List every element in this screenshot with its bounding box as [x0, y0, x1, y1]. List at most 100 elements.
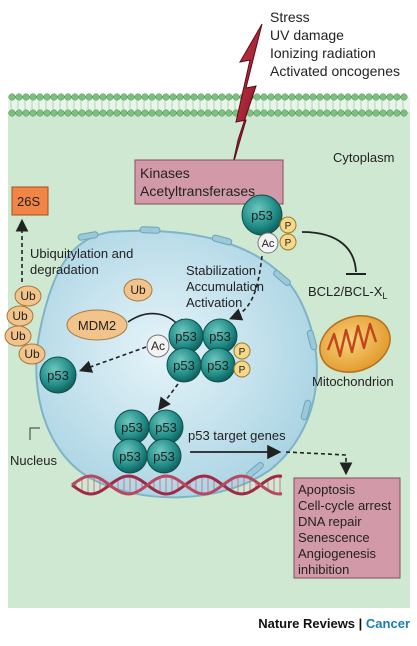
- mitochondrion-icon: [319, 315, 391, 373]
- outcome-item: DNA repair: [298, 514, 362, 529]
- lipid-head: [36, 109, 44, 117]
- lipid-head: [43, 109, 51, 117]
- lipid-head: [176, 93, 184, 101]
- ub-chain: Ub Ub Ub Ub: [4, 285, 46, 365]
- lipid-head: [22, 93, 30, 101]
- outcome-item: Apoptosis: [298, 482, 356, 497]
- lipid-head: [106, 109, 114, 117]
- stress-item: Activated oncogenes: [270, 63, 400, 79]
- lipid-head: [106, 93, 114, 101]
- lipid-head: [183, 93, 191, 101]
- lipid-head: [120, 93, 128, 101]
- lipid-head: [85, 93, 93, 101]
- proteasome-label: 26S: [17, 194, 40, 209]
- lipid-head: [393, 93, 401, 101]
- lipid-head: [155, 93, 163, 101]
- lipid-head: [386, 109, 394, 117]
- lipid-head: [120, 109, 128, 117]
- lipid-head: [190, 109, 198, 117]
- lipid-head: [78, 109, 86, 117]
- stress-item: Ionizing radiation: [270, 45, 376, 61]
- p53-modified: p53 P P Ac: [241, 194, 297, 254]
- ubiquitylation-label: degradation: [30, 262, 99, 277]
- lipid-head: [225, 109, 233, 117]
- ub-label: Ub: [130, 283, 146, 297]
- lipid-head: [393, 109, 401, 117]
- lipid-head: [358, 109, 366, 117]
- lipid-head: [372, 109, 380, 117]
- stress-item: UV damage: [270, 27, 344, 43]
- p53-monomer: [146, 438, 182, 474]
- lipid-head: [71, 93, 79, 101]
- lipid-head: [232, 93, 240, 101]
- ubiquitylation-label: Ubiquitylation and: [30, 246, 133, 261]
- lipid-head: [127, 109, 135, 117]
- accumulation-label: Accumulation: [186, 279, 264, 294]
- lipid-head: [281, 109, 289, 117]
- lipid-head: [183, 109, 191, 117]
- lipid-head: [225, 93, 233, 101]
- lipid-head: [22, 109, 30, 117]
- lipid-head: [141, 109, 149, 117]
- stress-list: Stress UV damage Ionizing radiation Acti…: [270, 9, 400, 79]
- lipid-head: [71, 109, 79, 117]
- lipid-head: [309, 109, 317, 117]
- lipid-head: [29, 93, 37, 101]
- p53-label: p53: [173, 358, 195, 373]
- lipid-head: [15, 109, 23, 117]
- lipid-head: [64, 93, 72, 101]
- lipid-head: [204, 109, 212, 117]
- lipid-head: [316, 109, 324, 117]
- lipid-head: [379, 93, 387, 101]
- lipid-head: [134, 109, 142, 117]
- mdm2-degradation-arrow: [78, 346, 147, 373]
- acetyl-ac: [146, 334, 170, 358]
- lipid-head: [134, 93, 142, 101]
- p53-label: p53: [119, 449, 141, 464]
- lipid-head: [169, 109, 177, 117]
- p53-label: p53: [153, 449, 175, 464]
- lipid-head: [302, 109, 310, 117]
- ub-label: Ub: [10, 329, 26, 343]
- lipid-head: [281, 93, 289, 101]
- lipid-head: [197, 93, 205, 101]
- p-label: P: [285, 238, 292, 249]
- lipid-head: [162, 109, 170, 117]
- lipid-head: [57, 93, 65, 101]
- lipid-head: [253, 93, 261, 101]
- nuclear-pores: [77, 226, 318, 478]
- lipid-head: [323, 93, 331, 101]
- lipid-head: [43, 93, 51, 101]
- acetyltransferases-label: Acetyltransferases: [140, 183, 255, 199]
- lipid-head: [351, 93, 359, 101]
- lipid-head: [36, 93, 44, 101]
- p53-ubiquitinated: [39, 356, 77, 394]
- p-label: P: [285, 221, 292, 232]
- lipid-head: [358, 93, 366, 101]
- ub-label: Ub: [20, 289, 36, 303]
- lipid-head: [316, 93, 324, 101]
- lipid-head: [365, 109, 373, 117]
- lipid-head: [162, 93, 170, 101]
- dna-binding-arrow: [158, 383, 179, 411]
- ub-label: Ub: [12, 309, 28, 323]
- lipid-head: [330, 93, 338, 101]
- outcome-arrow: [285, 451, 353, 476]
- phospho-p: [279, 233, 297, 251]
- lipid-head: [288, 109, 296, 117]
- ub-oval: [18, 343, 46, 365]
- bcl2-inhibition: [301, 231, 357, 273]
- lipid-head: [267, 109, 275, 117]
- ub-label: Ub: [24, 347, 40, 361]
- outcomes-box: [293, 477, 401, 579]
- p53-label: p53: [251, 208, 273, 223]
- nucleus-pointer: [29, 427, 40, 440]
- lipid-head: [400, 109, 408, 117]
- activation-label: Activation: [186, 295, 242, 310]
- lipid-head: [113, 93, 121, 101]
- lipid-head: [218, 109, 226, 117]
- target-genes-label: p53 target genes: [188, 428, 286, 443]
- phospho-p: [233, 360, 251, 378]
- phospho-p: [233, 342, 251, 360]
- outcome-item: inhibition: [298, 562, 349, 577]
